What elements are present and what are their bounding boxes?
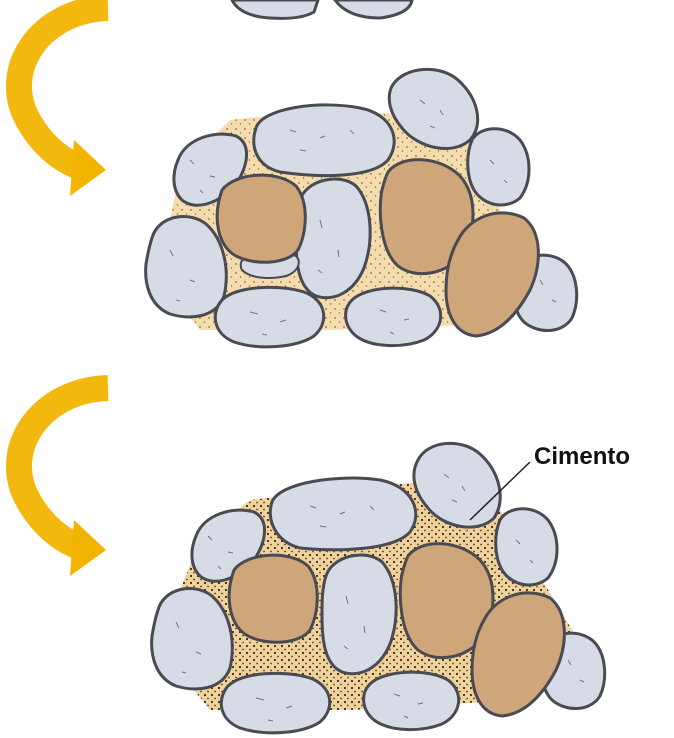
gray-clast <box>270 478 415 550</box>
gray-clast <box>221 673 329 732</box>
gray-clast <box>146 216 227 316</box>
tan-clast <box>217 175 305 262</box>
tan-clast <box>229 555 317 642</box>
cement-label: Cimento <box>534 443 630 470</box>
curved-arrow-icon <box>19 388 108 576</box>
gray-clast <box>254 105 394 176</box>
gray-clast <box>496 509 557 585</box>
gray-clast <box>215 287 323 346</box>
gray-clast <box>468 129 529 205</box>
gray-clast <box>296 179 370 298</box>
fully-cemented-stage <box>152 443 605 732</box>
gray-clast <box>152 588 233 688</box>
gray-clast <box>364 672 459 729</box>
partially-cemented-stage <box>146 69 577 346</box>
top-partial-stage <box>232 0 412 18</box>
gray-clast <box>346 288 441 345</box>
gray-clast <box>232 0 318 18</box>
gray-clast <box>322 555 396 674</box>
gray-clast <box>335 0 412 18</box>
curved-arrow-icon <box>19 8 108 196</box>
